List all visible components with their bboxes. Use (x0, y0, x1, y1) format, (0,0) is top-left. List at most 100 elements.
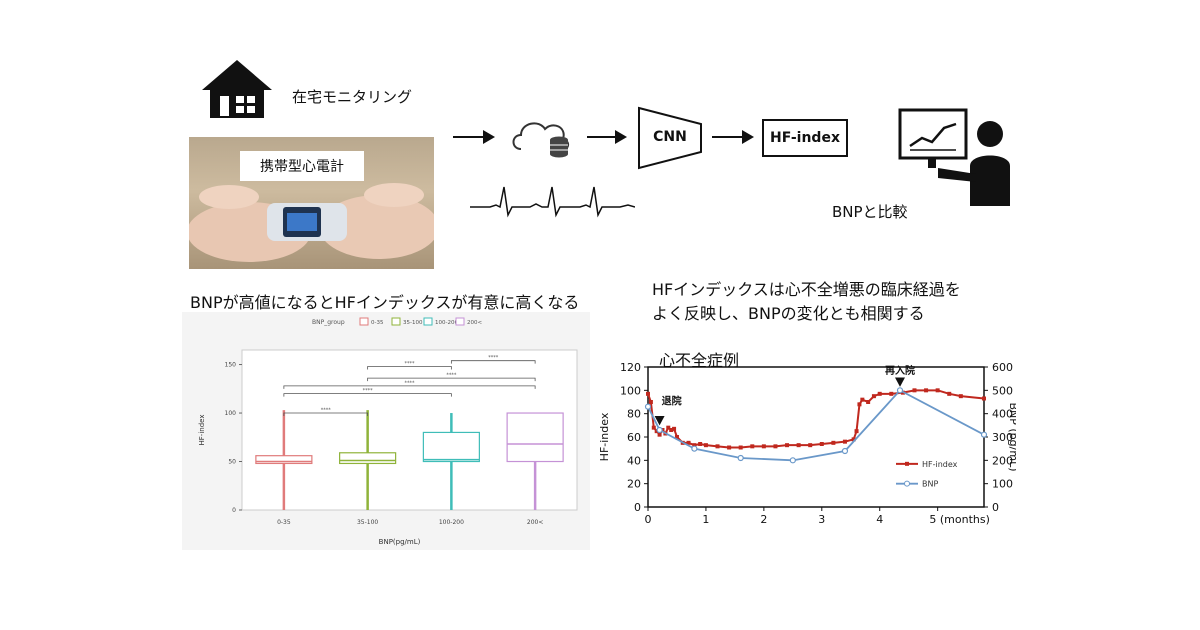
linechart-series-line (647, 389, 985, 462)
boxplot-legend-swatch (391, 317, 401, 326)
significance-bracket (450, 360, 536, 364)
linechart-y-tick-label: 60 (627, 431, 641, 444)
linechart-point (750, 444, 755, 449)
boxplot-legend-swatch (423, 317, 433, 326)
linechart-point (703, 443, 708, 448)
boxplot-box (506, 412, 564, 463)
linechart-point (808, 443, 813, 448)
linechart-x-tick-label: 3 (818, 513, 825, 526)
linechart-y2-tick-label: 400 (992, 408, 1013, 421)
significance-label: **** (405, 361, 416, 367)
linechart-y-tick-label: 120 (620, 361, 641, 374)
cnn-block: CNN (637, 106, 703, 170)
boxplot-x-tick-label: 35-100 (357, 519, 378, 526)
linechart-point (896, 387, 904, 394)
linechart-point (738, 445, 743, 450)
linechart-point (761, 444, 766, 449)
linechart-point (656, 426, 663, 434)
linechart-point (657, 432, 662, 437)
boxplot-legend-swatch (455, 317, 465, 326)
linechart-point (644, 403, 652, 410)
significance-bracket (283, 412, 369, 417)
cnn-label: CNN (653, 129, 687, 145)
linechart-point (648, 400, 653, 404)
linechart-point (860, 397, 865, 402)
legend-bnp-label: BNP (922, 480, 938, 489)
linechart-point (654, 429, 659, 434)
linechart-point (651, 425, 656, 430)
right-caption-line1: HFインデックスは心不全増悪の臨床経過を (652, 280, 961, 299)
legend-hf-index-marker (905, 461, 909, 466)
boxplot-box (422, 431, 480, 463)
home-monitoring-label: 在宅モニタリング (292, 88, 413, 106)
linechart-y2-tick-label: 0 (992, 501, 999, 514)
left-caption: BNPが高値になるとHFインデックスが有意に高くなる (190, 293, 580, 312)
linechart-x-tick-label: 1 (702, 513, 709, 526)
boxplot-x-tick-label: 100-200 (439, 519, 464, 526)
boxplot-legend-swatch (359, 317, 369, 326)
significance-label: **** (321, 408, 332, 414)
linechart-point (851, 437, 856, 442)
linechart-x-tick-label: 0 (645, 513, 652, 526)
legend-bnp-marker (904, 480, 910, 487)
readmission-marker (895, 377, 905, 387)
linechart-point (854, 429, 859, 434)
linechart-point (692, 443, 697, 448)
linechart-point (857, 402, 862, 407)
boxplot-y-tick-label: 0 (232, 507, 236, 514)
linechart-y2-tick-label: 200 (992, 454, 1013, 467)
linechart-y2-tick-label: 600 (992, 361, 1013, 374)
boxplot-legend-title: BNP_group (312, 319, 345, 326)
linechart-point (646, 391, 650, 396)
linechart-point (982, 396, 986, 401)
linechart-y-tick-label: 40 (627, 454, 641, 467)
linechart-x-tick-label: 5 (months) (929, 513, 990, 526)
boxplot-legend-label: 100-200 (435, 320, 458, 326)
boxplot-y-tick-label: 100 (225, 410, 237, 417)
linechart-point (841, 447, 849, 455)
linechart-y-axis-label: HF-index (598, 412, 611, 461)
linechart-point (871, 394, 876, 399)
linechart-x-tick-label: 4 (876, 513, 883, 526)
linechart-point (789, 457, 796, 464)
linechart-point (924, 388, 929, 393)
ecg-waveform (470, 183, 636, 219)
right-caption-line2: よく反映し、BNPの変化とも相関する (652, 304, 925, 323)
arrow-3 (712, 130, 754, 144)
linechart-point (958, 394, 963, 399)
linechart-point (980, 431, 988, 438)
linechart-point (698, 442, 703, 446)
linechart-point (947, 391, 952, 396)
linechart-y-tick-label: 0 (634, 501, 641, 514)
arrow-2 (587, 130, 627, 144)
portable-ecg-label: 携帯型心電計 (240, 151, 364, 181)
boxplot-y-tick-label: 50 (228, 459, 236, 466)
case-label: 心不全症例 (659, 351, 740, 370)
boxplot-y-tick-label: 150 (225, 362, 237, 369)
cloud-database-icon (507, 113, 575, 159)
linechart-point (785, 443, 790, 448)
hf-index-box: HF-index (762, 119, 848, 157)
linechart-point (666, 425, 671, 430)
significance-label: **** (363, 388, 374, 394)
linechart-point (674, 435, 679, 439)
discharge-annotation: 退院 (662, 394, 682, 407)
linechart-y2-tick-label: 100 (992, 478, 1013, 491)
boxplot-box (339, 452, 397, 465)
boxplot-box (255, 455, 313, 465)
linechart-point (889, 391, 894, 396)
boxplot-legend-label: 0-35 (371, 320, 384, 326)
linechart-point (669, 428, 674, 432)
linechart-point (773, 444, 778, 449)
linechart-point (691, 445, 698, 452)
linechart-point (715, 444, 720, 449)
linechart-point (912, 388, 917, 393)
linechart-y2-tick-label: 300 (992, 431, 1013, 444)
linechart-point (935, 388, 940, 393)
linechart-point (877, 391, 882, 396)
linechart-point (819, 442, 824, 446)
significance-bracket (367, 377, 536, 382)
